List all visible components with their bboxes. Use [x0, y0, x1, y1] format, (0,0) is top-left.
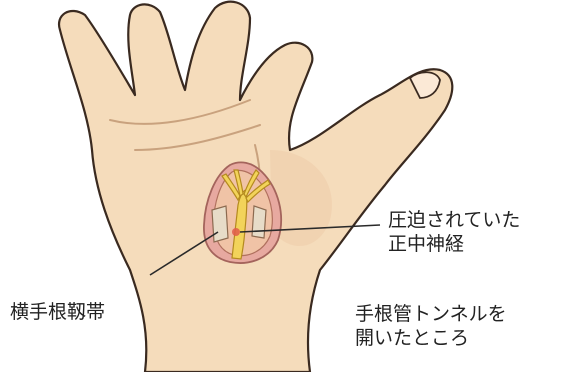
label-ligament-line1: 横手根靱帯: [10, 300, 105, 324]
ligament-edge-right: [252, 206, 266, 238]
ligament-edge-left: [212, 206, 228, 242]
label-transverse-carpal-ligament: 横手根靱帯: [10, 300, 105, 324]
label-compressed-median-nerve: 圧迫されていた 正中神経: [388, 208, 520, 256]
label-tunnel-line2: 開いたところ: [355, 326, 507, 350]
label-median-nerve-line1: 圧迫されていた: [388, 208, 520, 232]
label-median-nerve-line2: 正中神経: [388, 232, 520, 256]
label-opened-carpal-tunnel: 手根管トンネルを 開いたところ: [355, 302, 507, 350]
label-tunnel-line1: 手根管トンネルを: [355, 302, 507, 326]
compression-point: [232, 228, 240, 236]
